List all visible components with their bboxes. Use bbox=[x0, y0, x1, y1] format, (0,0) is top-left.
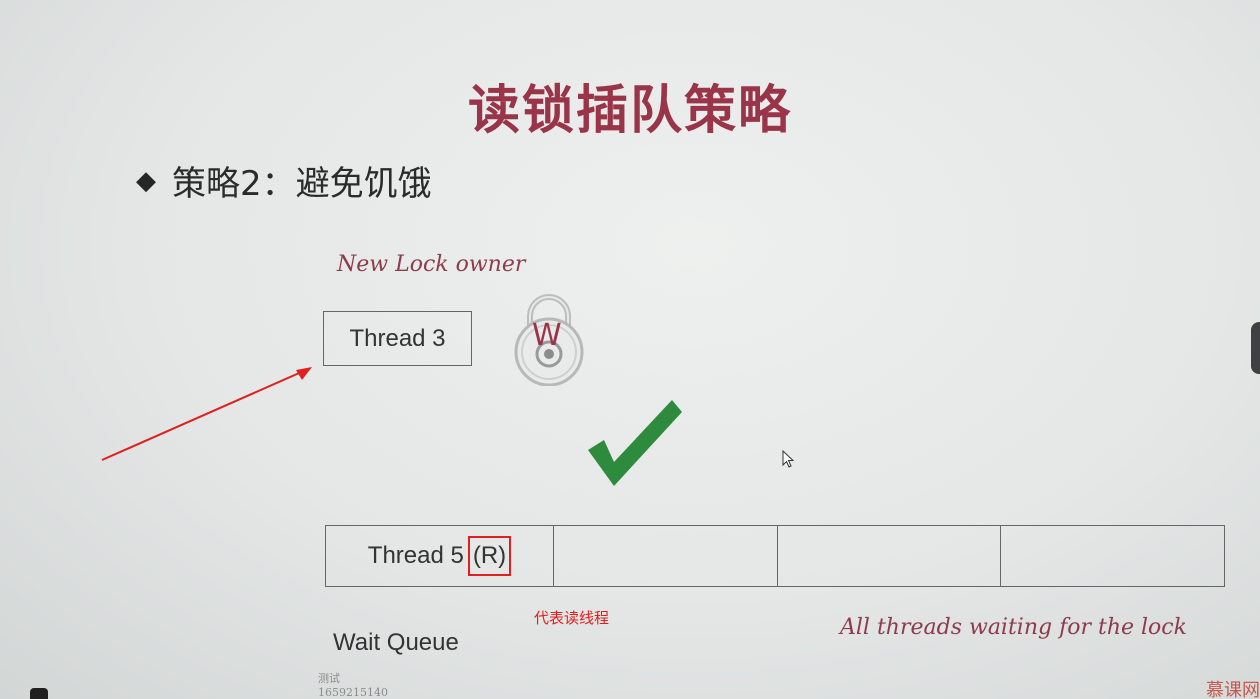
diamond-bullet-icon: ◆ bbox=[136, 165, 156, 196]
mouse-cursor-icon bbox=[782, 450, 794, 468]
queue-slot-thread-5: Thread 5 (R) bbox=[326, 526, 554, 586]
waiting-threads-label: All threads waiting for the lock bbox=[840, 615, 1187, 640]
checkmark-icon bbox=[588, 400, 682, 486]
padlock-icon bbox=[514, 294, 584, 386]
queue-slot-empty bbox=[554, 526, 778, 586]
read-flag: (R) bbox=[467, 536, 512, 576]
watermark: 测试 1659215140 bbox=[318, 672, 388, 699]
queue-slot-empty bbox=[778, 526, 1002, 586]
side-panel-tab[interactable] bbox=[1251, 322, 1260, 374]
thread-3-box: Thread 3 bbox=[323, 311, 472, 366]
watermark-line-1: 测试 bbox=[318, 672, 340, 685]
queue-slot-empty bbox=[1001, 526, 1224, 586]
bullet-text: 策略2：避免饥饿 bbox=[172, 164, 432, 204]
corner-mark bbox=[30, 688, 48, 699]
thread-5-label: Thread 5 bbox=[367, 542, 464, 569]
read-thread-annotation: 代表读线程 bbox=[534, 609, 610, 627]
new-lock-owner-label: New Lock owner bbox=[337, 252, 526, 277]
watermark-line-2: 1659215140 bbox=[318, 686, 388, 699]
write-lock-letter: W bbox=[532, 318, 562, 353]
wait-queue: Thread 5 (R) bbox=[325, 525, 1225, 587]
brand-logo: 慕课网 bbox=[1206, 680, 1260, 699]
wait-queue-label: Wait Queue bbox=[333, 629, 459, 656]
red-arrow-icon bbox=[101, 367, 312, 461]
slide-title: 读锁插队策略 bbox=[467, 81, 792, 141]
bullet-point: ◆ 策略2：避免饥饿 bbox=[136, 156, 432, 205]
